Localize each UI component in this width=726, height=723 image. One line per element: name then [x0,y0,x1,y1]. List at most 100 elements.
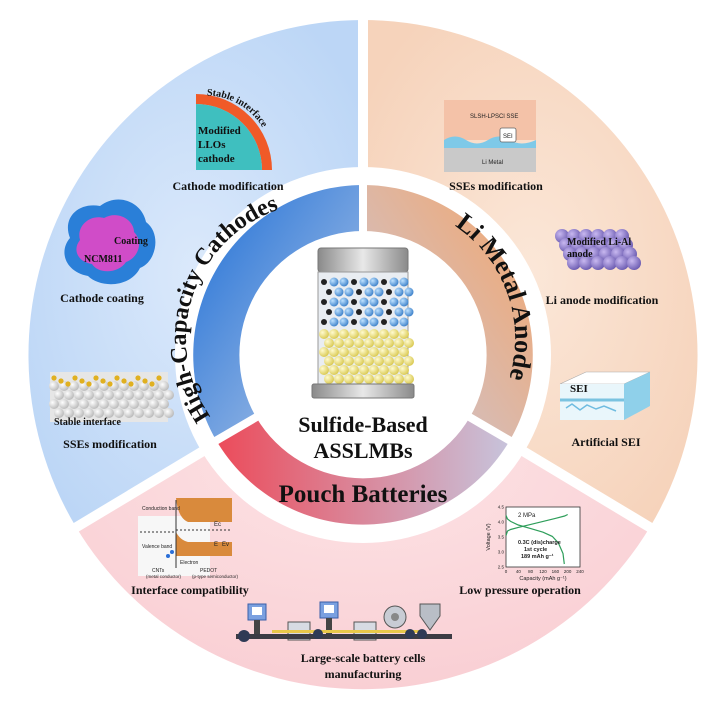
interface-particle [135,375,141,381]
manufacturing-line-illustration [236,601,452,642]
electrolyte-particle [369,347,379,357]
band-diagram: Conduction band Valence band Ec E Ev Ele… [138,498,239,579]
left-sses-modification-label: SSEs modification [63,437,157,451]
electrolyte-particle [319,365,329,375]
interface-particle [51,375,57,381]
li-al-particle [603,256,617,270]
cathode-particle [359,297,369,307]
interface-particle [149,381,155,387]
electrolyte-particle [384,356,394,366]
cathode-particle [356,289,362,295]
electrolyte-particle [334,338,344,348]
chart-ytick: 2.5 [498,565,505,570]
cathode-particle [351,279,357,285]
sse-particle [69,381,79,391]
chart-ytick: 4.0 [498,520,505,525]
sse-particle [104,390,114,400]
cathode-particle [389,297,399,307]
electrolyte-particle [344,356,354,366]
electrolyte-particle [364,338,374,348]
chart-xtick: 240 [576,569,584,574]
electrolyte-particle [379,365,389,375]
electrolyte-particle [374,338,384,348]
ring-left-segment [193,185,363,440]
electrolyte-particle [324,374,334,384]
electrolyte-particle [344,374,354,384]
sse-particle [49,381,59,391]
pedot-label: PEDOT [200,568,217,574]
electrolyte-particle [404,356,414,366]
cathode-particle [369,317,379,327]
chart-annotation-3: 189 mAh g⁻¹ [521,553,554,560]
chart-xtick: 80 [528,569,534,574]
cathode-particle [351,319,357,325]
electrolyte-particle [369,329,379,339]
artificial-sei-illustration: SEI [559,371,651,420]
sse-particle [119,399,129,409]
electrolyte-particle [374,356,384,366]
llo-text-1: Modified [198,125,241,137]
cathode-particle [344,287,354,297]
li-al-particle [591,256,605,270]
sse-particle [114,390,124,400]
sse-particle [139,381,149,391]
cathode-coating-label: Cathode coating [60,291,144,305]
slsh-sse-illustration: SLSH-LPSCl SSE SEI Li Metal [444,100,536,172]
manufacturing-label-2: manufacturing [325,667,402,681]
cathode-particle [339,317,349,327]
cathode-particle [404,307,414,317]
cathode-particle [326,309,332,315]
sse-particle [104,408,114,418]
electrolyte-particle [329,347,339,357]
cathode-particle [404,287,414,297]
llo-text-3: cathode [198,153,235,165]
ef-label: E [214,542,218,548]
cathode-modification-label: Cathode modification [173,179,284,193]
chart-xtick: 200 [564,569,572,574]
cathode-particle [339,277,349,287]
electrolyte-particle [389,329,399,339]
electrolyte-particle [384,374,394,384]
sse-particle [124,390,134,400]
sse-particle [129,399,139,409]
chart-ytick: 3.5 [498,535,505,540]
ncm811-label: NCM811 [84,254,122,265]
li-anode-modification-label: Li anode modification [546,293,659,307]
electrolyte-particle [349,347,359,357]
electrolyte-particle [319,329,329,339]
cathode-particle [364,287,374,297]
cathode-particle [339,297,349,307]
cathode-particle [369,277,379,287]
electrolyte-particle [324,338,334,348]
electron-label: Electron [180,560,199,566]
stable-interface-illustration: Stable interface [49,372,174,428]
electrolyte-particle [334,356,344,366]
sse-particle [64,390,74,400]
cathode-particle [381,279,387,285]
cathode-particle [386,309,392,315]
sse-particle [74,408,84,418]
electrolyte-particle [359,329,369,339]
sse-particle [134,408,144,418]
sse-particle [139,399,149,409]
interface-particle [79,378,85,384]
cathode-particle [374,307,384,317]
electrolyte-particle [329,365,339,375]
chart-xlabel: Capacity (mAh g⁻¹) [519,576,566,582]
electrolyte-particle [354,374,364,384]
sse-particle [144,408,154,418]
llo-text-2: LLOs [198,139,226,151]
cathode-particle [359,277,369,287]
electrolyte-particle [359,365,369,375]
chart-ytick: 3.0 [498,550,505,555]
electrolyte-particle [354,338,364,348]
electrolyte-particle [404,374,414,384]
conduction-band-label: Conduction band [142,506,180,512]
interface-particle [100,378,106,384]
cathode-particle [344,307,354,317]
cathode-particle [399,317,409,327]
electrolyte-particle [399,365,409,375]
sse-particle [164,408,174,418]
cathode-particle [334,287,344,297]
